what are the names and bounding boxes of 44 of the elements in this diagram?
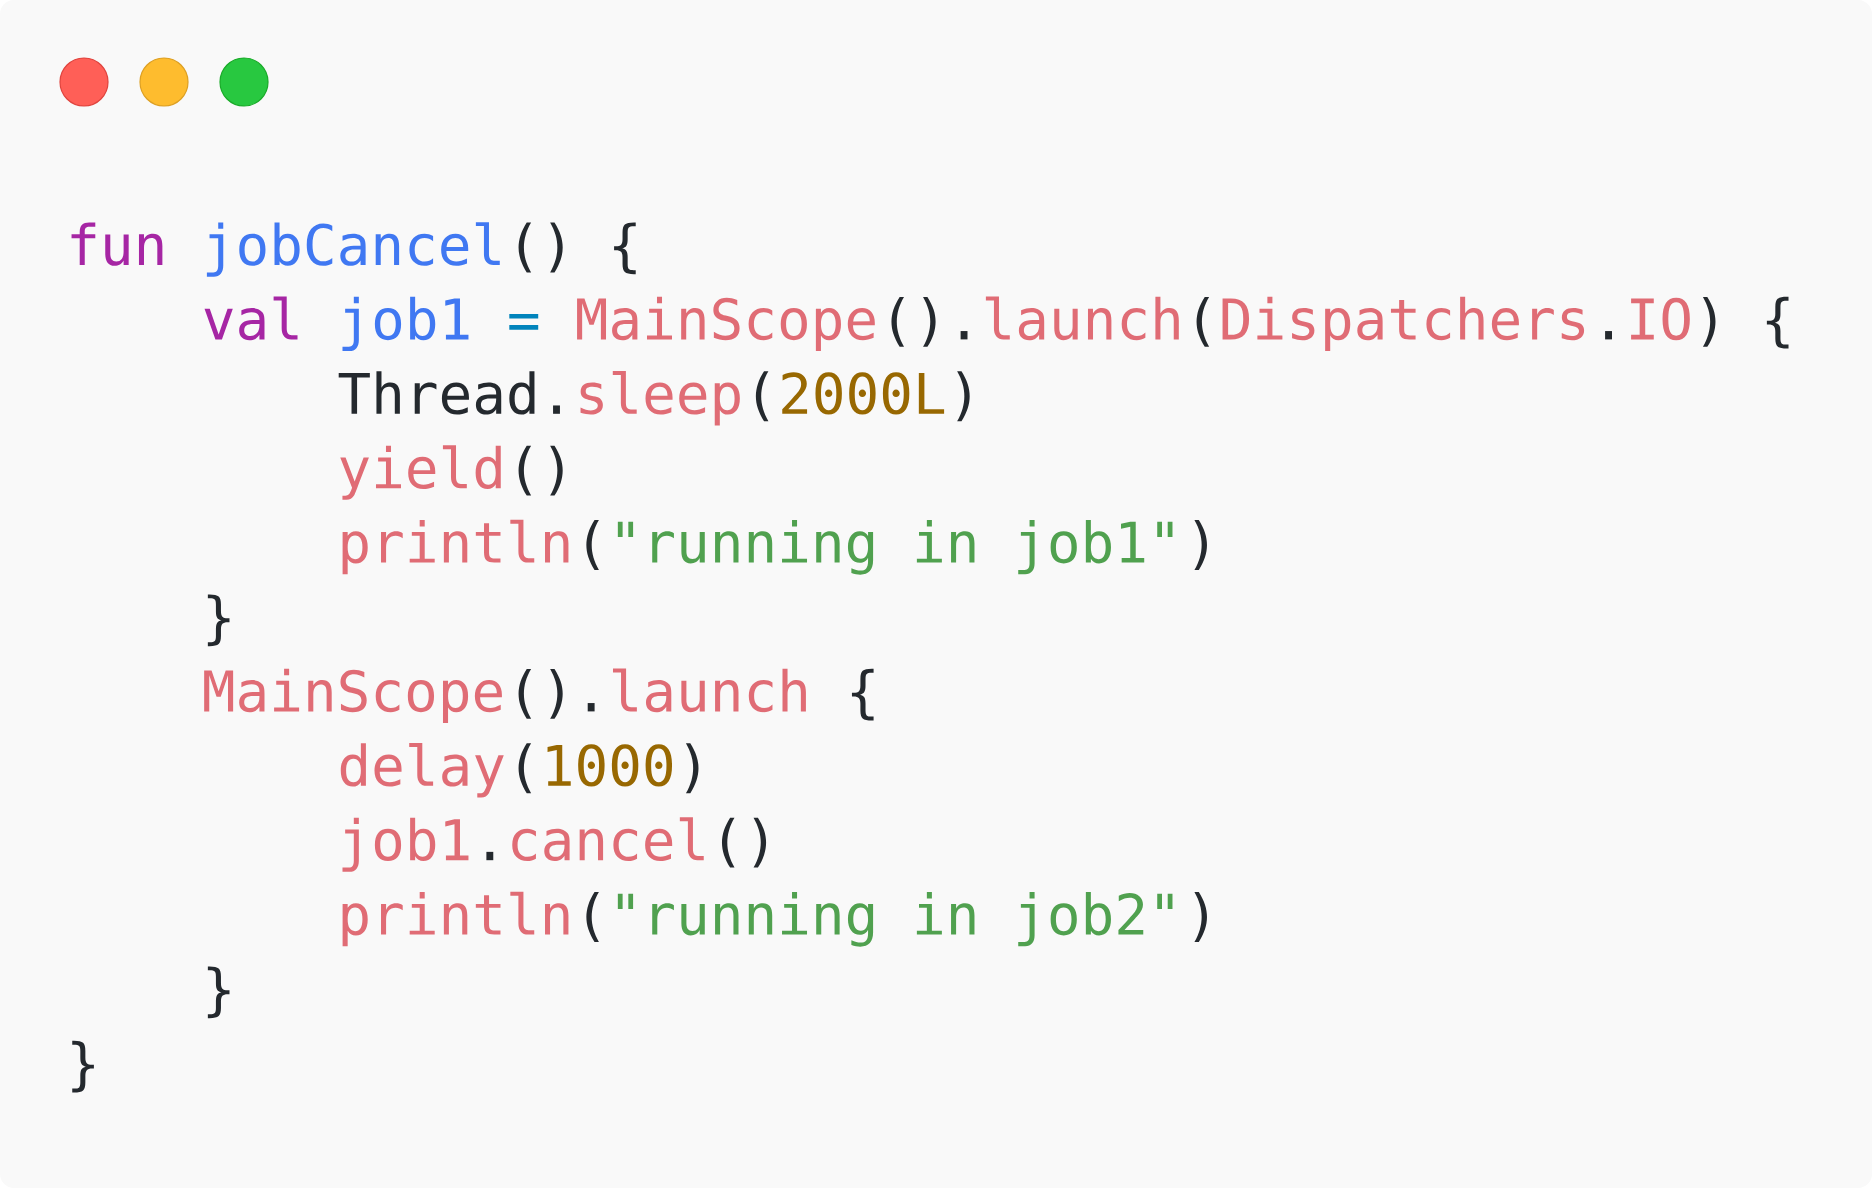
code-text: { xyxy=(851,668,874,721)
code-text: (). xyxy=(891,296,968,347)
code-text: () { xyxy=(518,222,636,275)
code-text: ( xyxy=(1196,296,1210,347)
code-text: ( xyxy=(518,743,532,794)
code-text: () xyxy=(721,817,767,868)
code-text: ) xyxy=(1194,892,1207,942)
code-text: 2000L xyxy=(782,372,945,415)
code-text: "running in job2" xyxy=(617,892,1173,947)
code-text: job1 xyxy=(342,296,469,352)
code-text: IO xyxy=(1631,297,1690,341)
code-text: launch xyxy=(985,296,1179,341)
code-text: () xyxy=(518,445,563,496)
code-text: ) xyxy=(957,371,970,422)
code-text: val xyxy=(204,296,298,341)
code-text: ) xyxy=(685,743,699,794)
code-text: } xyxy=(72,1040,94,1093)
code-text: delay xyxy=(340,742,504,798)
code-text: cancel xyxy=(512,817,704,861)
code-text: Thread. xyxy=(338,371,560,415)
code-text: Dispatchers xyxy=(1222,296,1585,352)
code-text: . xyxy=(1605,331,1612,340)
code-text: jobCancel xyxy=(206,222,500,277)
code-text: yield xyxy=(340,445,501,500)
code-text: job1 xyxy=(342,817,469,872)
code-text: "running in job1" xyxy=(617,520,1173,575)
code-text: launch xyxy=(613,668,806,713)
code-text: ) xyxy=(1194,520,1207,570)
code-text: } xyxy=(207,594,230,647)
code-text: ( xyxy=(586,892,599,942)
code-text: ( xyxy=(755,371,769,422)
code-text: println xyxy=(342,519,569,575)
code-text: println xyxy=(342,891,569,947)
code-text: ( xyxy=(586,520,599,570)
code-text: = xyxy=(509,313,539,330)
code-text: 1000 xyxy=(547,744,673,787)
code-text: } xyxy=(207,966,230,1019)
code-text: . xyxy=(486,851,494,861)
code-text: fun xyxy=(71,222,163,266)
code-text: sleep xyxy=(580,370,740,426)
code-text: MainScope xyxy=(577,296,875,352)
code-text: ) { xyxy=(1702,296,1789,349)
code-text: (). xyxy=(518,668,595,719)
code-text: MainScope xyxy=(204,668,502,724)
